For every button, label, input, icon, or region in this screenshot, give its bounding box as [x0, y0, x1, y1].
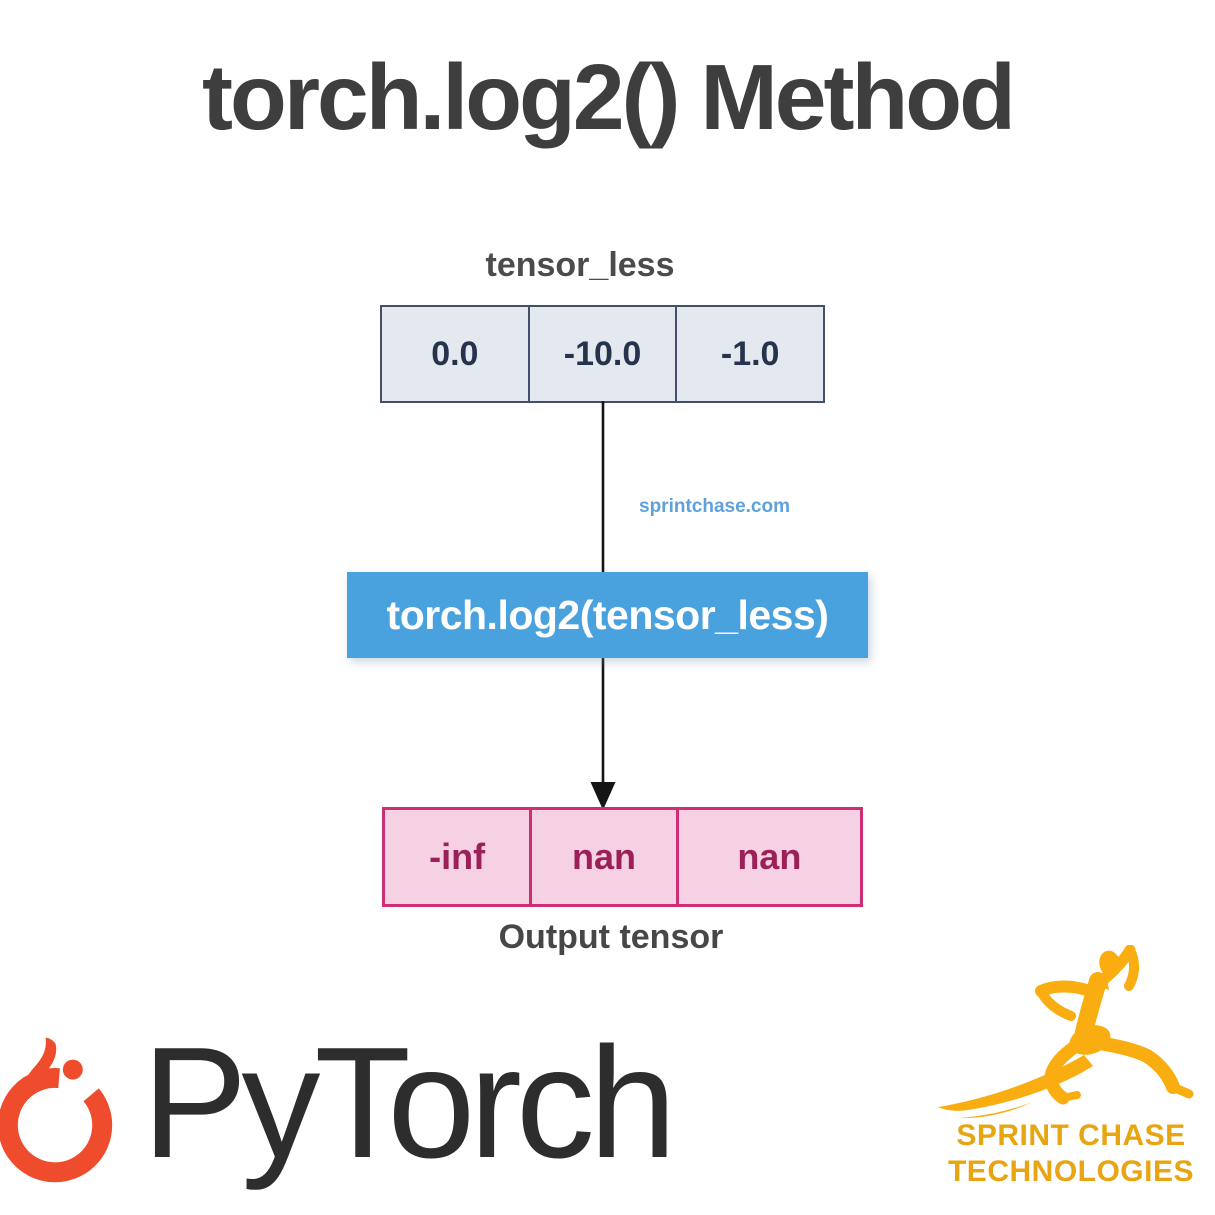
- pytorch-flame-icon: [0, 1037, 113, 1183]
- output-cell-1: nan: [529, 810, 675, 904]
- output-cell-0: -inf: [429, 836, 486, 877]
- output-tensor-label: Output tensor: [498, 918, 724, 956]
- output-cell-2: nan: [675, 810, 860, 904]
- output-tensor-table: -inf nan nan: [382, 807, 863, 907]
- input-cell-2: -1.0: [675, 307, 823, 401]
- input-cell-1: -10.0: [527, 307, 676, 401]
- watermark-text: sprintchase.com: [639, 496, 790, 517]
- pytorch-wordmark: PyTorch: [142, 1015, 677, 1191]
- company-wordmark: SPRINT CHASE TECHNOLOGIES: [925, 1118, 1215, 1190]
- operation-box: torch.log2(tensor_less): [347, 572, 868, 658]
- input-tensor-table: 0.0 -10.0 -1.0: [380, 305, 825, 403]
- company-line2: TECHNOLOGIES: [947, 1155, 1194, 1188]
- input-tensor-label: tensor_less: [485, 246, 675, 284]
- sprinting-runner-icon: [938, 945, 1194, 1119]
- operation-label: torch.log2(tensor_less): [386, 591, 829, 638]
- page-title: torch.log2() Method: [202, 45, 1016, 149]
- input-cell-0: 0.0: [431, 334, 479, 373]
- company-line1: SPRINT CHASE: [956, 1119, 1186, 1152]
